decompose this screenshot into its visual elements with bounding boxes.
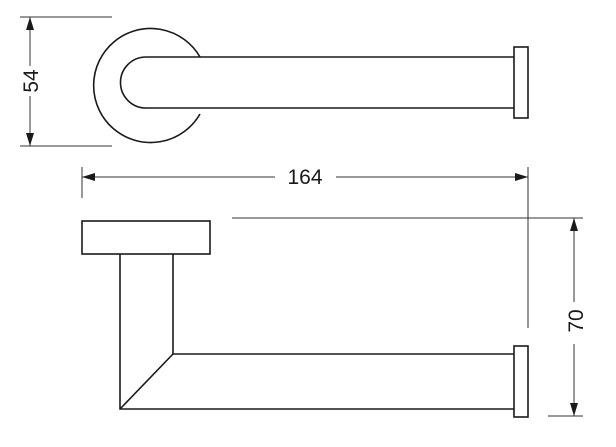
arm-end-cap xyxy=(513,345,529,418)
dimension-54: 54 xyxy=(20,16,112,147)
top-view xyxy=(92,27,529,144)
side-view xyxy=(81,198,529,418)
wall-flange xyxy=(81,220,211,255)
dimension-70: 70 xyxy=(232,217,588,417)
arm-bend-line xyxy=(119,353,174,410)
dimension-label-164: 164 xyxy=(287,166,322,189)
arm-outer-profile xyxy=(119,254,514,410)
dimension-164: 164 xyxy=(81,166,529,198)
bar-bend-arc xyxy=(119,56,147,109)
dimension-label-70: 70 xyxy=(565,309,588,332)
bar-end-cap xyxy=(513,46,529,119)
dimension-label-54: 54 xyxy=(20,69,43,93)
arm-inner-profile xyxy=(172,254,514,355)
rosette-outer-circle xyxy=(92,27,201,144)
